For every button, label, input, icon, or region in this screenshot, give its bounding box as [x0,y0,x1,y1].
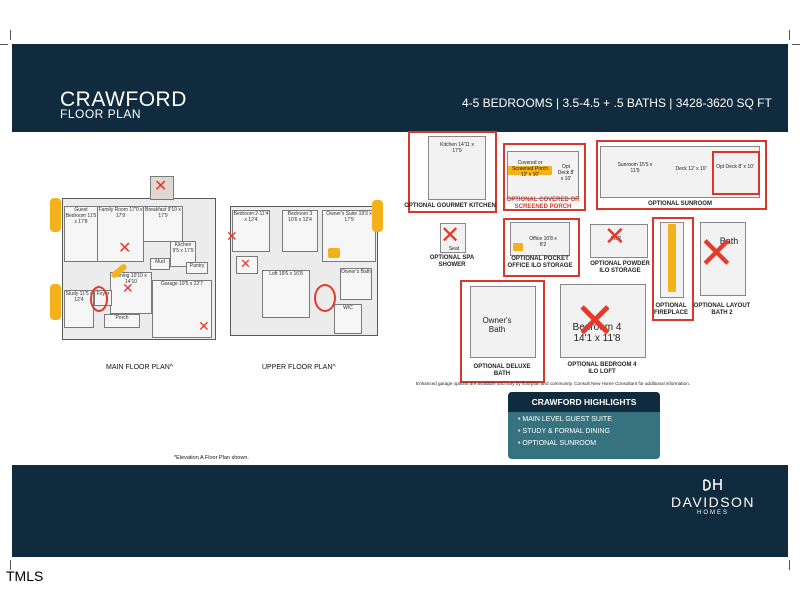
option-powder-drawing [590,224,648,258]
option-porch-deck: Opt Deck 8' x 10' [557,164,575,182]
elevation-note: *Elevation A Floor Plan shown. [174,455,249,461]
x-mark-powder: ✕ [604,222,626,252]
option-porch-highlight [508,166,552,175]
option-bedroom4-label: OPTIONAL BEDROOM 4 ILO LOFT [567,362,637,375]
optional-bump-left [50,198,61,232]
x-mark-deck: ✕ [154,176,168,195]
header-banner [12,44,788,132]
circle-highlight [90,286,108,312]
option-deluxe-bath-inner: Owner's Bath [482,316,512,334]
crop-mark [789,30,790,40]
room-bedroom3: Bedroom 3 10'6 x 12'4 [282,210,318,252]
option-spa-drawing [440,223,466,253]
page-subtitle: FLOOR PLAN [60,107,142,121]
optional-bar-upper [328,248,340,258]
upper-floor-label: UPPER FLOOR PLAN^ [262,364,336,371]
logo-mark-icon [703,479,722,491]
option-sunroom-inner: Sunroom 15'5 x 11'9 [617,162,653,174]
x-mark-garage: ✕ [198,319,210,335]
x-mark-family: ✕ [118,238,132,257]
room-mud: Mud [150,258,170,270]
option-sunroom-box [596,140,767,210]
main-floor-label: MAIN FLOOR PLAN^ [106,364,174,371]
option-office-highlight [513,243,523,251]
option-deluxe-bath-box [460,280,545,383]
x-mark-spa: ✕ [440,221,461,249]
option-gourmet-kitchen-inner: Kitchen 14'11 x 17'9 [440,142,474,154]
option-gourmet-kitchen-label: OPTIONAL GOURMET KITCHEN [404,203,496,209]
room-owners-bath: Owner's Bath [340,268,372,300]
option-bath2-drawing [700,222,746,296]
page-title: CRAWFORD [60,88,187,111]
circle-highlight-upper [314,284,336,312]
disclaimer-text: Enhanced garage options are available an… [416,381,690,386]
optional-bump-study [50,284,61,320]
room-wic: WIC [334,304,362,334]
option-fireplace-box [652,217,694,321]
option-fireplace-highlight [668,224,676,292]
highlight-item: • STUDY & FORMAL DINING [518,428,610,435]
option-bath2-inner: Bath [719,236,739,246]
crop-mark [10,30,11,40]
option-office-label: OPTIONAL POCKET OFFICE ILO STORAGE [507,256,573,269]
watermark-text: TMLS [6,568,44,584]
logo-brand: DAVIDSON [670,494,756,510]
option-bedroom4-inner: Bedroom 4 14'1 x 11'8 [572,322,622,344]
option-office-inner: Office 10'8 x 8'2 [529,236,557,248]
room-bedroom2: Bedroom 2 11'4 x 12'4 [232,210,270,252]
logo-sub: HOMES [696,510,729,516]
room-loft: Loft 18'6 x 16'8 [262,270,310,318]
room-bath-small [236,256,258,274]
option-office-box [503,218,580,277]
room-porch: Porch [104,314,140,328]
option-bedroom4-drawing [560,284,646,358]
room-study: Study 11'5 x 12'4 [64,290,94,328]
x-mark-bedroom2: ✕ [226,229,238,245]
room-dining: Dining 10'10 x 14'10 [110,272,152,314]
room-breakfast: Breakfast 9'10 x 17'9 [143,206,183,242]
footer-banner [12,465,788,557]
option-porch-label: OPTIONAL COVERED OR SCREENED PORCH [506,197,580,210]
option-deluxe-bath-drawing [470,286,536,358]
option-spa-label: OPTIONAL SPA SHOWER [429,255,475,268]
option-sunroom-deck: Deck 12' x 10' [675,166,707,172]
option-porch-inner: Covered or Screened Porch 12' x 10' [512,160,548,178]
option-fireplace-label: OPTIONAL FIREPLACE [653,303,688,316]
room-garage: Garage 19'5 x 22'7 [152,280,212,338]
crop-mark [789,560,790,570]
option-sunroom-opt-deck: Opt Deck 8' x 10' [716,164,754,170]
option-powder-inner: PDR [610,236,622,242]
crop-mark [792,44,800,45]
option-deluxe-bath-label: OPTIONAL DELUXE BATH [473,364,531,377]
optional-deck-box [150,176,174,200]
option-bath2-label: OPTIONAL LAYOUT BATH 2 [693,303,751,316]
home-stats: 4-5 BEDROOMS | 3.5-4.5 + .5 BATHS | 3428… [462,96,772,110]
highlight-item: • OPTIONAL SUNROOM [518,440,597,447]
option-sunroom-label: OPTIONAL SUNROOM [648,201,712,207]
option-gourmet-kitchen-drawing [428,136,486,200]
x-mark-bath2: ✕ [240,257,251,272]
x-mark-dining: ✕ [122,281,134,297]
option-porch-box [503,143,586,211]
highlight-item: • MAIN LEVEL GUEST SUITE [518,416,612,423]
option-spa-inner: Seat [448,246,460,252]
crop-mark [10,560,11,570]
optional-bump-upper [372,200,383,232]
option-sunroom-deck-box [712,151,760,195]
room-pantry: Pantry [186,262,208,274]
highlights-title: CRAWFORD HIGHLIGHTS [508,392,660,412]
crop-mark [0,44,8,45]
option-gourmet-kitchen-box [408,131,497,213]
option-sunroom-drawing [600,146,760,198]
x-mark-bath2-option: ✕ [698,228,735,279]
room-guest-bedroom: Guest Bedroom 11'5 x 17'8 [64,206,98,262]
option-porch-drawing [507,151,579,199]
davidson-logo: DAVIDSON HOMES [668,478,758,522]
option-powder-label: OPTIONAL POWDER ILO STORAGE [590,261,650,274]
x-mark-bedroom4: ✕ [574,292,616,350]
